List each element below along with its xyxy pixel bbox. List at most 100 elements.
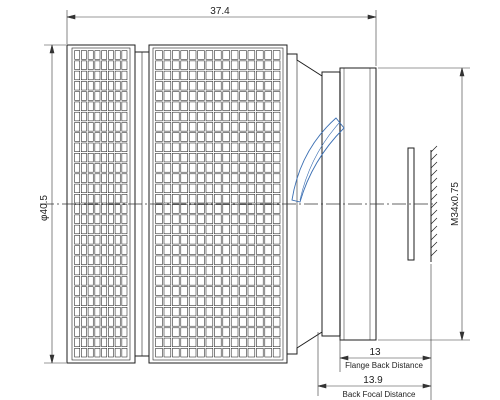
knurl-cell [172, 70, 180, 81]
knurl-cell [230, 60, 239, 70]
knurl-cell [121, 214, 128, 224]
knurl-cell [108, 183, 114, 194]
knurl-cell [247, 317, 256, 327]
knurl-cell [101, 296, 108, 306]
knurl-cell [197, 286, 205, 296]
knurl-cell [214, 173, 222, 183]
knurl-cell [264, 255, 272, 265]
knurl-cell [205, 286, 214, 296]
knurl-cell [222, 163, 230, 173]
hatch-line [430, 177, 438, 185]
knurl-cell [81, 348, 87, 358]
knurl-cell [87, 327, 94, 337]
knurl-cell [197, 276, 205, 286]
knurl-cell [155, 337, 163, 348]
knurl-cell [108, 224, 114, 235]
knurl-cell [81, 163, 87, 173]
knurl-cell [222, 337, 230, 348]
length-arrow-right [367, 14, 377, 20]
knurl-cell [239, 163, 247, 173]
knurl-cell [87, 101, 94, 111]
knurl-cell [247, 235, 256, 245]
knurl-cell [256, 317, 264, 327]
knurl-cell [155, 204, 163, 214]
knurl-cell [121, 194, 128, 204]
knurl-cell [214, 122, 222, 132]
knurl-cell [114, 245, 121, 255]
knurl-cell [81, 60, 87, 70]
knurl-cell [121, 81, 128, 91]
knurl-cell [74, 265, 81, 276]
knurl-cell [188, 70, 197, 81]
knurl-cell [94, 152, 101, 163]
knurl-cell [180, 204, 188, 214]
knurl-cell [264, 317, 272, 327]
knurl-cell [114, 235, 121, 245]
knurl-cell [272, 60, 281, 70]
knurl-cell [205, 142, 214, 152]
knurl-cell [108, 122, 114, 132]
knurl-cell [163, 91, 172, 101]
knurl-cell [74, 224, 81, 235]
knurl-cell [81, 214, 87, 224]
knurl-cell [214, 152, 222, 163]
knurl-cell [239, 111, 247, 122]
knurl-cell [197, 224, 205, 235]
knurl-cell [94, 327, 101, 337]
knurl-cell [197, 70, 205, 81]
knurl-cell [239, 296, 247, 306]
knurl-cell [205, 173, 214, 183]
knurl-cell [180, 50, 188, 60]
knurl-cell [214, 348, 222, 358]
knurl-cell [222, 194, 230, 204]
knurl-cell [155, 101, 163, 111]
knurl-cell [239, 81, 247, 91]
knurl-cell [172, 265, 180, 276]
knurl-cell [121, 204, 128, 214]
knurl-cell [172, 111, 180, 122]
hatch-line [430, 193, 438, 201]
knurl-cell [197, 132, 205, 142]
knurl-cell [239, 122, 247, 132]
knurl-cell [101, 111, 108, 122]
knurl-cell [230, 183, 239, 194]
knurl-cell [74, 214, 81, 224]
knurl-cell [272, 245, 281, 255]
knurl-cell [256, 60, 264, 70]
knurl-cell [256, 327, 264, 337]
knurl-cell [264, 276, 272, 286]
knurl-cell [172, 183, 180, 194]
knurl-cell [214, 101, 222, 111]
knurl-cell [180, 183, 188, 194]
knurl-cell [101, 91, 108, 101]
knurl-cell [121, 163, 128, 173]
knurl-cell [214, 111, 222, 122]
knurl-cell [94, 337, 101, 348]
knurl-cell [172, 194, 180, 204]
knurl-cell [239, 276, 247, 286]
knurl-cell [180, 142, 188, 152]
main-barrel-knurl [155, 50, 281, 358]
knurl-cell [155, 306, 163, 317]
knurl-cell [272, 132, 281, 142]
knurl-cell [81, 255, 87, 265]
knurl-cell [230, 70, 239, 81]
knurl-cell [163, 194, 172, 204]
knurl-cell [222, 224, 230, 235]
knurl-cell [114, 348, 121, 358]
knurl-cell [155, 245, 163, 255]
knurl-cell [163, 183, 172, 194]
knurl-cell [272, 50, 281, 60]
bfd-arrow-right [422, 383, 432, 389]
knurl-cell [74, 132, 81, 142]
hatch-line [430, 153, 438, 161]
knurl-cell [114, 224, 121, 235]
knurl-cell [188, 348, 197, 358]
knurl-cell [222, 286, 230, 296]
knurl-cell [239, 245, 247, 255]
knurl-cell [272, 276, 281, 286]
knurl-cell [205, 306, 214, 317]
hatch-line [430, 161, 438, 169]
knurl-cell [81, 296, 87, 306]
knurl-cell [121, 306, 128, 317]
